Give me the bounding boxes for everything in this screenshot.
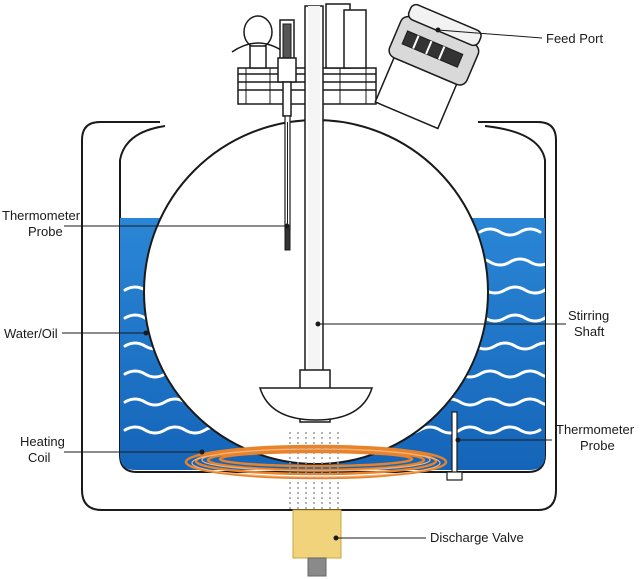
heating-coil bbox=[184, 444, 448, 480]
flask-top-assembly bbox=[231, 3, 377, 105]
label-stirring-shaft-line1: Stirring bbox=[568, 308, 609, 323]
discharge-valve bbox=[292, 509, 342, 577]
label-thermometer-probe-right-line2: Probe bbox=[580, 438, 615, 453]
feed-port-icon bbox=[374, 3, 482, 130]
label-thermometer-probe-left-line2: Probe bbox=[28, 224, 63, 239]
label-discharge-valve: Discharge Valve bbox=[430, 530, 524, 545]
thermometer-probe-left bbox=[277, 19, 297, 251]
thermometer-probe-right bbox=[446, 411, 463, 481]
stirring-shaft bbox=[258, 5, 374, 423]
label-stirring-shaft-line2: Shaft bbox=[574, 324, 605, 339]
inner-bath-wall bbox=[119, 125, 546, 473]
leader-dots bbox=[143, 27, 461, 541]
label-thermometer-probe-left-line1: Thermometer bbox=[2, 208, 81, 223]
discharge-channel bbox=[289, 432, 339, 510]
label-heating-coil-line2: Coil bbox=[28, 450, 51, 465]
label-thermometer-probe-right-line1: Thermometer bbox=[556, 422, 635, 437]
label-heating-coil-line1: Heating bbox=[20, 434, 65, 449]
label-water-oil: Water/Oil bbox=[4, 326, 58, 341]
leader-lines bbox=[62, 29, 566, 539]
label-feed-port: Feed Port bbox=[546, 31, 603, 46]
